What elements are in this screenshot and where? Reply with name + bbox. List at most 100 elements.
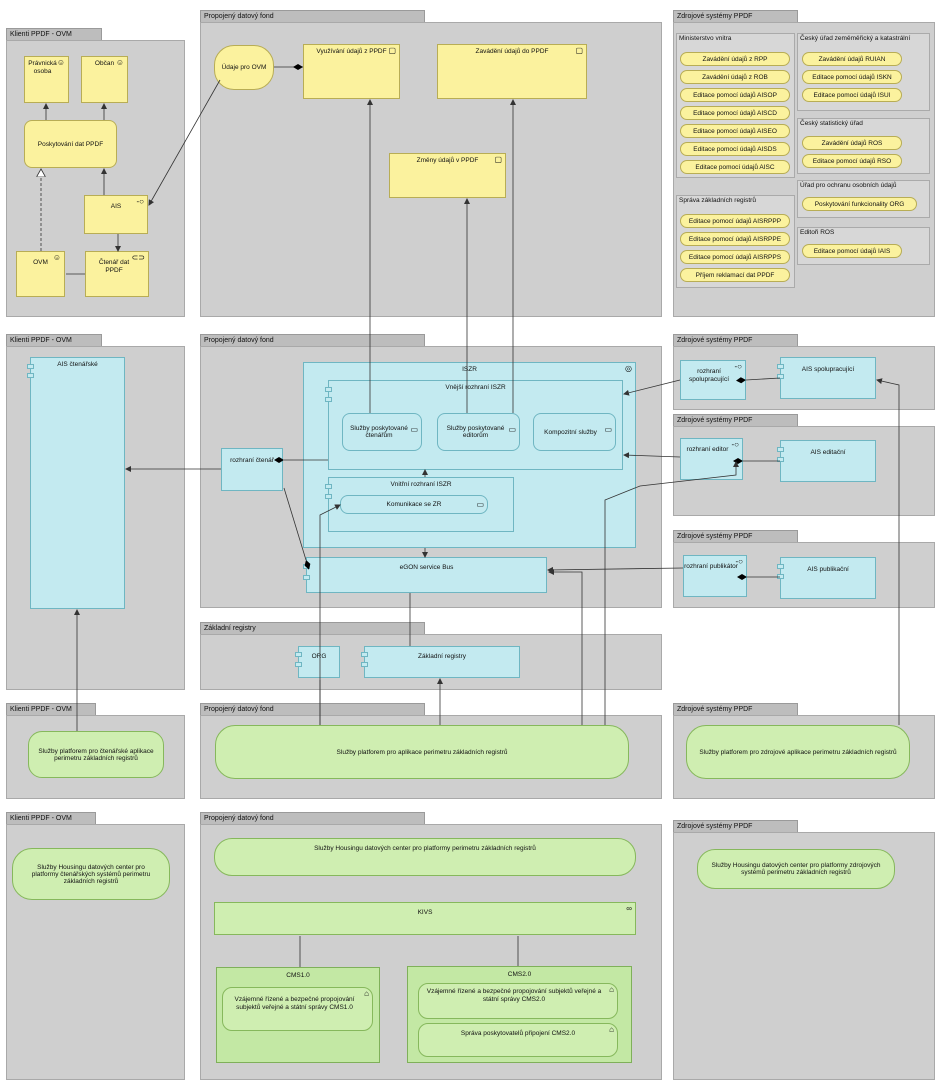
ppdf-usage-process: Využívání údajů z PPDF ▢ bbox=[303, 44, 400, 99]
ppdf-insert-label: Zavádění údajů do PPDF bbox=[475, 48, 549, 55]
mv-title: Ministerstvo vnitra bbox=[679, 35, 732, 42]
editor-services: Služby poskytované editorům ▭ bbox=[437, 413, 520, 451]
editing-ais: AIS editační bbox=[780, 440, 876, 482]
publishing-ais-label: AIS publikační bbox=[807, 566, 849, 573]
panel-title-clients-4: Klienti PPDF - OVM bbox=[6, 812, 96, 824]
mv-item-2: Editace pomocí údajů AISOP bbox=[680, 88, 790, 102]
component-tab bbox=[325, 397, 332, 402]
kivs-network: KIVS ∞ bbox=[214, 902, 636, 935]
org-label: ORG bbox=[311, 653, 327, 660]
szr-title: Správa základních registrů bbox=[679, 197, 756, 204]
cuzk-item-0: Zavádění údajů RUIAN bbox=[802, 52, 902, 66]
uoou-item-0: Poskytování funkcionality ORG bbox=[802, 197, 917, 211]
mv-item-5: Editace pomocí údajů AISDS bbox=[680, 142, 790, 156]
component-tab bbox=[777, 457, 784, 462]
service-icon: ⌂ bbox=[609, 1025, 614, 1034]
platform-label: Služby platforem pro aplikace perimetru … bbox=[336, 748, 508, 756]
component-tab bbox=[777, 574, 784, 579]
csu-title: Český statistický úřad bbox=[800, 120, 863, 127]
iszr-label: ISZR bbox=[462, 366, 477, 373]
component-tab bbox=[27, 364, 34, 369]
citizen-actor: Občan ☺ bbox=[81, 56, 128, 103]
internal-interface-label: Vnitřní rozhraní ISZR bbox=[390, 481, 452, 488]
legal-entity-label: Právnická osoba bbox=[28, 60, 57, 75]
cms2-service-1-label: Vzájemné řízené a bezpečné propojování s… bbox=[426, 988, 602, 1003]
process-icon: ▢ bbox=[575, 46, 583, 55]
base-registers-label: Základní registry bbox=[417, 653, 467, 660]
szr-item-label: Editace pomocí údajů AISRPPE bbox=[688, 235, 782, 243]
ovm-label: OVM bbox=[33, 259, 48, 266]
ppdf-insert-process: Zavádění údajů do PPDF ▢ bbox=[437, 44, 587, 99]
panel-title-source-3: Zdrojové systémy PPDF bbox=[673, 414, 798, 426]
legal-entity-actor: Právnická osoba ☺ bbox=[24, 56, 69, 103]
egon-label: eGON service Bus bbox=[399, 564, 454, 571]
service-icon: ▭ bbox=[508, 425, 516, 434]
ais-label: AIS bbox=[110, 203, 122, 210]
actor-icon: ☺ bbox=[52, 253, 61, 262]
panel-title-ppdf-1: Propojený datový fond bbox=[200, 10, 425, 22]
mv-item-1: Zavádění údajů z ROB bbox=[680, 70, 790, 84]
szr-item-2: Editace pomocí údajů AISRPPS bbox=[680, 250, 790, 264]
panel-title-ppdf-4: Propojený datový fond bbox=[200, 812, 425, 824]
cms1-service-label: Vzájemné řízené a bezpečné propojování s… bbox=[234, 996, 355, 1011]
reader-platform-services: Služby platforem pro čtenářské aplikace … bbox=[28, 731, 164, 778]
component-tab bbox=[27, 373, 34, 378]
mv-item-label: Zavádění údajů z RPP bbox=[702, 55, 768, 63]
housing-label: Služby Housingu datových center pro plat… bbox=[314, 845, 536, 852]
panel-title-clients-2: Klienti PPDF - OVM bbox=[6, 334, 102, 346]
source-platform-services: Služby platforem pro zdrojové aplikace p… bbox=[686, 725, 910, 779]
panel-title-source-6: Zdrojové systémy PPDF bbox=[673, 820, 798, 832]
service-icon: ⌂ bbox=[364, 989, 369, 998]
component-tab bbox=[325, 484, 332, 489]
component-tab bbox=[295, 652, 302, 657]
szr-item-label: Editace pomocí údajů AISRPPS bbox=[688, 253, 782, 261]
szr-item-3: Příjem reklamací dat PPDF bbox=[680, 268, 790, 282]
szr-item-0: Editace pomocí údajů AISRPPP bbox=[680, 214, 790, 228]
component-tab bbox=[777, 447, 784, 452]
cuzk-item-label: Editace pomocí údajů ISKN bbox=[812, 73, 892, 81]
mv-item-0: Zavádění údajů z RPP bbox=[680, 52, 790, 66]
cms2-label: CMS2.0 bbox=[507, 971, 532, 978]
csu-item-label: Editace pomocí údajů RSO bbox=[812, 157, 892, 165]
reader-platform-label: Služby platforem pro čtenářské aplikace … bbox=[38, 747, 154, 762]
mv-item-label: Editace pomocí údajů AISOP bbox=[693, 91, 777, 99]
cuzk-title: Český úřad zeměměřický a katastrální bbox=[800, 35, 911, 42]
panel-title-source-5: Zdrojové systémy PPDF bbox=[673, 703, 798, 715]
service-icon: ▭ bbox=[604, 425, 612, 434]
cms2-service-2-label: Správa poskytovatelů připojení CMS2.0 bbox=[460, 1030, 576, 1037]
citizen-label: Občan bbox=[94, 60, 115, 67]
publisher-interface: rozhraní publikátor -○ bbox=[683, 555, 747, 597]
mv-item-label: Editace pomocí údajů AISEO bbox=[693, 127, 777, 135]
cuzk-item-label: Editace pomocí údajů ISUI bbox=[813, 91, 891, 99]
process-icon: ▢ bbox=[494, 155, 502, 164]
eros-item-label: Editace pomocí údajů IAIS bbox=[813, 247, 891, 255]
ppdf-change-label: Změny údajů v PPDF bbox=[416, 157, 479, 164]
platform-services: Služby platforem pro aplikace perimetru … bbox=[215, 725, 629, 779]
component-tab bbox=[325, 387, 332, 392]
cms2-service-1: Vzájemné řízené a bezpečné propojování s… bbox=[418, 983, 618, 1019]
reader-services: Služby poskytované čtenářům ▭ bbox=[342, 413, 422, 451]
external-interface-label: Vnější rozhraní ISZR bbox=[445, 384, 506, 391]
mv-item-6: Editace pomocí údajů AISC bbox=[680, 160, 790, 174]
component-tab bbox=[303, 575, 310, 580]
reader-services-label: Služby poskytované čtenářům bbox=[350, 425, 408, 439]
reader-interface-label: rozhraní čtenář bbox=[230, 457, 274, 464]
cuzk-item-2: Editace pomocí údajů ISUI bbox=[802, 88, 902, 102]
kivs-label: KIVS bbox=[417, 909, 433, 916]
network-icon: ∞ bbox=[626, 904, 632, 913]
component-tab bbox=[325, 494, 332, 499]
component-tab bbox=[361, 662, 368, 667]
actor-icon: ☺ bbox=[115, 58, 124, 67]
interface-icon: -○ bbox=[136, 197, 145, 206]
panel-title-source-4: Zdrojové systémy PPDF bbox=[673, 530, 798, 542]
uoou-title: Úřad pro ochranu osobních údajů bbox=[800, 182, 897, 189]
component-tab bbox=[777, 374, 784, 379]
eros-item-0: Editace pomocí údajů IAIS bbox=[802, 244, 902, 258]
source-housing-services: Služby Housingu datových center pro plat… bbox=[697, 849, 895, 889]
actor-icon: ☺ bbox=[56, 58, 65, 67]
editor-services-label: Služby poskytované editorům bbox=[446, 425, 505, 439]
ovm-data-object: Údaje pro OVM bbox=[214, 45, 274, 90]
interface-icon: -○ bbox=[735, 557, 744, 566]
cuzk-item-label: Zavádění údajů RUIAN bbox=[818, 55, 886, 63]
panel-title-source-2: Zdrojové systémy PPDF bbox=[673, 334, 798, 346]
